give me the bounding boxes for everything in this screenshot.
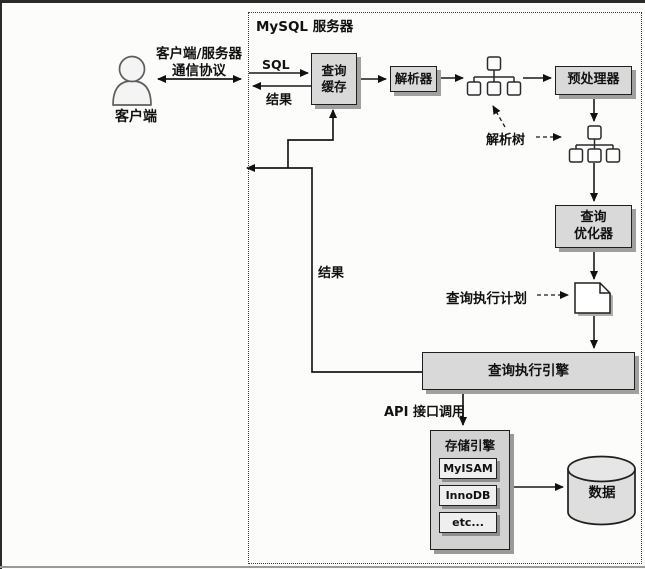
client-label: 客户端 <box>115 109 157 125</box>
database-label: 数据 <box>588 485 616 501</box>
preprocessor-node: 预处理器 <box>555 66 632 95</box>
sql-edge-label: SQL <box>262 57 290 72</box>
page-edge-left <box>0 0 2 569</box>
preprocessor-label: 预处理器 <box>567 72 620 88</box>
result-return-edge-label: 结果 <box>318 266 345 281</box>
api-call-label: API 接口调用 <box>384 405 465 420</box>
storage-engine-etc: etc... <box>439 512 497 533</box>
storage-engine-myisam: MyISAM <box>439 458 497 479</box>
page-edge-top <box>0 0 645 3</box>
query-execution-engine-node: 查询执行引擎 <box>422 352 635 390</box>
optimizer-label-line2: 优化器 <box>573 226 613 242</box>
protocol-label-line2: 通信协议 <box>172 63 226 79</box>
mysql-server-container <box>248 12 642 564</box>
query-cache-label-line2: 缓存 <box>321 79 347 94</box>
protocol-label-line1: 客户端/服务器 <box>156 46 242 62</box>
page-edge-bottom <box>0 566 645 568</box>
myisam-label: MyISAM <box>443 462 493 475</box>
storage-engine-innodb: InnoDB <box>439 485 497 506</box>
parser-label: 解析器 <box>394 71 433 87</box>
query-plan-label: 查询执行计划 <box>446 291 527 307</box>
etc-label: etc... <box>452 516 484 529</box>
execution-engine-label: 查询执行引擎 <box>488 362 569 379</box>
query-cache-label-line1: 查询 <box>321 63 347 79</box>
mysql-server-label: MySQL 服务器 <box>256 19 354 35</box>
storage-engine-title: 存储引擎 <box>444 438 495 453</box>
parse-tree-label: 解析树 <box>486 133 526 148</box>
result-edge-label: 结果 <box>266 93 293 108</box>
parser-node: 解析器 <box>390 66 437 92</box>
optimizer-label-line1: 查询 <box>580 210 607 226</box>
storage-engine-container: 存储引擎 MyISAM InnoDB etc... <box>430 430 510 550</box>
query-optimizer-node: 查询 优化器 <box>555 205 632 248</box>
innodb-label: InnoDB <box>445 489 491 502</box>
query-cache-node: 查询 缓存 <box>311 53 357 105</box>
